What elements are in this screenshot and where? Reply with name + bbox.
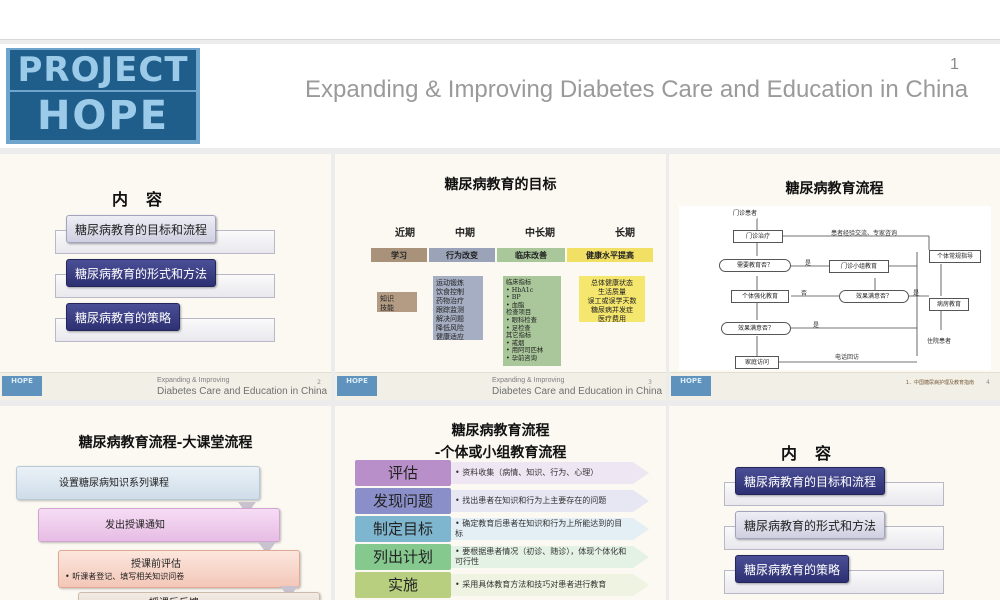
process-row: 制定目标 • 确定教育后患者在知识和行为上所能达到的目标 xyxy=(355,516,655,542)
process-row: 实施 • 采用具体教育方法和技巧对患者进行教育 xyxy=(355,572,655,598)
logo-text-hope: HOPE xyxy=(10,92,196,140)
process-row: 发现问题 • 找出患者在知识和行为上主要存在的问题 xyxy=(355,488,655,514)
arrow-tip xyxy=(633,518,649,540)
footer-logo: HOPE xyxy=(671,376,711,396)
stage-arrow: 健康水平提高 xyxy=(567,248,653,262)
step-set-courses: 设置糖尿病知识系列课程 xyxy=(16,466,260,500)
slide-individual-flow[interactable]: 糖尿病教育流程 -个体或小组教育流程 评估 • 资料收集（病情、知识、行为、心理… xyxy=(335,406,666,600)
flow-label: 是 xyxy=(805,260,812,267)
flowchart: 门诊患者 门诊治疗 需要教育否？ 门诊小组教育 个体强化教育 效果满意否？ 效果… xyxy=(679,206,991,370)
node-inpatient: 住院患者 xyxy=(927,336,952,347)
goal-box-long: 总体健康状态 生活质量 误工或误学天数 糖尿病并发症 医疗费用 xyxy=(579,276,645,323)
row-desc: • 资料收集（病情、知识、行为、心理） xyxy=(451,462,633,484)
row-desc: • 要根据患者情况（初诊、随诊），体现个体化和可行性 xyxy=(451,546,633,568)
slide-title: 糖尿病教育流程-大课堂流程 xyxy=(78,435,253,451)
contents-item-strategy: 糖尿病教育的策略 xyxy=(66,303,181,331)
step-title: 授课前评估 xyxy=(131,559,181,570)
node-satisfied-2: 效果满意否？ xyxy=(721,322,791,335)
arrow-tip xyxy=(633,546,649,568)
footer-page: 2 xyxy=(317,379,321,386)
slide-title: 内容 xyxy=(112,190,181,209)
row-label: 实施 xyxy=(355,572,451,598)
node-home-visit: 家庭访问 xyxy=(735,356,779,369)
slide-title: 糖尿病教育的目标 xyxy=(444,177,557,193)
footer-line1: Expanding & Improving xyxy=(157,377,230,384)
node-clinic-treatment: 门诊治疗 xyxy=(733,230,783,243)
slide-title: 内容 xyxy=(781,444,850,463)
arrow-tip xyxy=(633,462,649,484)
term-label: 长期 xyxy=(615,228,635,239)
slide-education-flow[interactable]: 糖尿病教育流程 门诊患者 xyxy=(669,154,1000,400)
row-desc: • 找出患者在知识和行为上主要存在的问题 xyxy=(451,490,633,512)
stage-arrow: 行为改变 xyxy=(429,248,495,262)
contents-item-methods: 糖尿病教育的形式和方法 xyxy=(735,511,886,539)
node-need-education: 需要教育否？ xyxy=(719,259,791,272)
contents-item-goals: 糖尿病教育的目标和流程 xyxy=(735,467,886,495)
slide-number: 1 xyxy=(950,56,959,73)
cover-slide[interactable]: PROJECT HOPE 1 Expanding & Improving Dia… xyxy=(0,44,1000,148)
node-ward-education: 病房教育 xyxy=(929,298,969,311)
slide-footer: HOPE 1．中国糖尿病护理及教育指南 4 xyxy=(669,372,1000,400)
row-label: 制定目标 xyxy=(355,516,451,542)
process-row: 评估 • 资料收集（病情、知识、行为、心理） xyxy=(355,460,655,486)
node-satisfied-1: 效果满意否？ xyxy=(839,290,909,303)
flow-label: 电话回访 xyxy=(835,354,860,361)
flow-label: 患者经验交流、专家咨询 xyxy=(831,230,898,237)
arrow-tip xyxy=(633,574,649,596)
footer-logo: HOPE xyxy=(337,376,377,396)
flow-label: 是 xyxy=(913,290,920,297)
goal-box-short: 知识 技能 xyxy=(377,292,417,312)
footer-line1: Expanding & Improving xyxy=(492,377,565,384)
step-detail: • 听课者登记、填写相关知识问卷 xyxy=(65,572,185,581)
term-label: 中长期 xyxy=(525,228,555,239)
slide-footer: HOPE Expanding & Improving Diabetes Care… xyxy=(0,372,331,400)
row-label: 评估 xyxy=(355,460,451,486)
row-desc: • 采用具体教育方法和技巧对患者进行教育 xyxy=(451,574,633,596)
flow-label: 是 xyxy=(813,322,820,329)
footer-note: 1．中国糖尿病护理及教育指南 xyxy=(905,380,974,386)
cover-subtitle: Expanding & Improving Diabetes Care and … xyxy=(305,76,969,103)
node-outpatient: 门诊患者 xyxy=(733,208,758,219)
footer-page: 4 xyxy=(986,379,990,386)
stage-arrow: 学习 xyxy=(371,248,427,262)
row-label: 列出计划 xyxy=(355,544,451,570)
slide-education-goals[interactable]: 糖尿病教育的目标 近期 中期 中长期 长期 学习 行为改变 临床改善 健康水平提… xyxy=(335,154,666,400)
node-routine-guidance: 个体常规指导 xyxy=(929,250,981,263)
step-feedback: 授课后反馈 xyxy=(78,592,320,600)
goal-box-mid: 运动锻炼 饮食控制 药物治疗 跟踪监测 解决问题 降低风险 健康适应 xyxy=(433,276,483,341)
logo-text-project: PROJECT xyxy=(10,50,196,90)
node-group-education: 门诊小组教育 xyxy=(829,260,889,273)
contents-item-methods: 糖尿病教育的形式和方法 xyxy=(66,259,217,287)
slide-title: 糖尿病教育流程 xyxy=(451,423,550,439)
slide-lecture-flow[interactable]: 糖尿病教育流程-大课堂流程 设置糖尿病知识系列课程 发出授课通知 授课前评估 •… xyxy=(0,406,331,600)
flowchart-connectors xyxy=(756,218,942,363)
row-label: 发现问题 xyxy=(355,488,451,514)
contents-item-strategy: 糖尿病教育的策略 xyxy=(735,555,850,583)
term-label: 中期 xyxy=(455,228,475,239)
goal-box-midlong: 临床指标 • HbA1c • BP • 血脂 检查项目 • 眼科检查 • 足检查… xyxy=(503,276,561,366)
footer-page: 3 xyxy=(648,379,652,386)
slide-contents[interactable]: 内容 糖尿病教育的目标和流程 糖尿病教育的形式和方法 糖尿病教育的策略 HOPE… xyxy=(0,154,331,400)
slide-footer: HOPE Expanding & Improving Diabetes Care… xyxy=(335,372,666,400)
slide-subtitle: -个体或小组教育流程 xyxy=(434,445,567,461)
step-send-notice: 发出授课通知 xyxy=(38,508,280,542)
arrow-tip xyxy=(633,490,649,512)
footer-line2: Diabetes Care and Education in China xyxy=(492,386,663,397)
process-row: 列出计划 • 要根据患者情况（初诊、随诊），体现个体化和可行性 xyxy=(355,544,655,570)
node-individual-education: 个体强化教育 xyxy=(731,290,789,303)
project-hope-logo: PROJECT HOPE xyxy=(6,48,200,144)
flow-label: 否 xyxy=(801,290,808,297)
contents-item-goals: 糖尿病教育的目标和流程 xyxy=(66,215,217,243)
footer-line2: Diabetes Care and Education in China xyxy=(157,386,328,397)
slide-title: 糖尿病教育流程 xyxy=(785,181,884,197)
slide-contents-2[interactable]: 内容 糖尿病教育的目标和流程 糖尿病教育的形式和方法 糖尿病教育的策略 xyxy=(669,406,1000,600)
term-label: 近期 xyxy=(395,228,415,239)
footer-logo: HOPE xyxy=(2,376,42,396)
row-desc: • 确定教育后患者在知识和行为上所能达到的目标 xyxy=(451,518,633,540)
top-toolbar xyxy=(0,0,1000,40)
step-pre-assessment: 授课前评估 • 听课者登记、填写相关知识问卷 xyxy=(58,550,300,588)
stage-arrow: 临床改善 xyxy=(497,248,565,262)
